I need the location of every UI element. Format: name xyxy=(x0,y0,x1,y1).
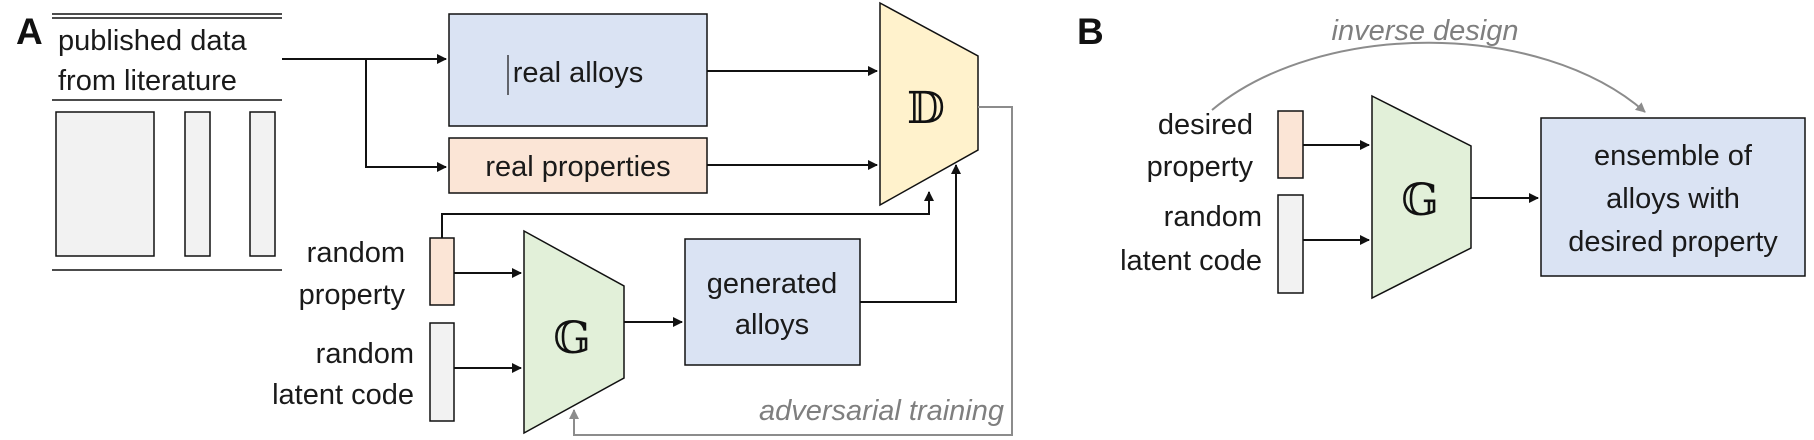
generated-alloys-label-line1: generated xyxy=(707,268,838,300)
panel-a-label: A xyxy=(16,11,43,52)
document-page xyxy=(55,111,155,257)
discriminator-symbol: 𝔻 xyxy=(907,83,945,134)
b-generator-block xyxy=(1371,94,1472,300)
publication-icon xyxy=(52,13,282,271)
ensemble-label-line2: alloys with xyxy=(1606,183,1740,215)
arrow-generated-to-d xyxy=(860,164,961,303)
b-generator-symbol: 𝔾 xyxy=(1401,175,1439,226)
random-latent-label-line1: random xyxy=(316,338,414,370)
b-random-latent-vector xyxy=(1277,194,1304,294)
random-property-label-line1: random xyxy=(307,237,405,269)
inverse-design-arrow xyxy=(1211,41,1646,113)
document-column xyxy=(249,111,276,257)
random-latent-label-line2: latent code xyxy=(272,379,414,411)
adversarial-feedback-arrow xyxy=(569,106,1013,436)
desired-property-label-line1: desired xyxy=(1158,109,1253,141)
generated-alloys-label-line2: alloys xyxy=(735,309,809,341)
arrow-random-property-to-d xyxy=(441,191,934,238)
ensemble-label-line1: ensemble of xyxy=(1594,140,1753,172)
b-random-latent-label-line2: latent code xyxy=(1120,245,1262,277)
b-random-latent-label-line1: random xyxy=(1164,201,1262,233)
generator-block xyxy=(523,229,625,435)
arrow-to-real-properties xyxy=(365,59,447,172)
random-property-vector xyxy=(429,237,455,306)
document-column xyxy=(184,111,211,257)
source-label-line2: from literature xyxy=(58,65,237,97)
generated-alloys-box xyxy=(684,238,861,366)
panel-b-label: B xyxy=(1077,11,1104,52)
real-properties-box xyxy=(448,137,708,194)
discriminator-block xyxy=(879,1,979,207)
ensemble-label-line3: desired property xyxy=(1568,226,1778,258)
source-label-line1: published data xyxy=(58,25,248,57)
real-properties-label: real properties xyxy=(485,151,670,183)
real-alloys-label: real alloys xyxy=(513,57,644,89)
random-latent-vector xyxy=(429,322,455,422)
inverse-design-label: inverse design xyxy=(1332,15,1519,47)
desired-property-vector xyxy=(1277,110,1304,179)
real-alloys-box xyxy=(448,13,708,127)
ensemble-output-box xyxy=(1540,117,1806,277)
adversarial-training-label: adversarial training xyxy=(759,395,1004,427)
desired-property-label-line2: property xyxy=(1147,151,1254,183)
generator-symbol: 𝔾 xyxy=(553,313,591,364)
random-property-label-line2: property xyxy=(299,279,406,311)
